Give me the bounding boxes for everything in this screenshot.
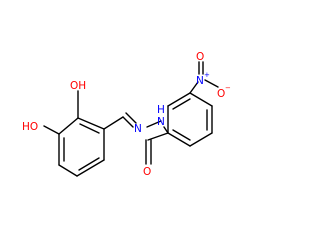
bond-inner xyxy=(172,129,191,141)
bond-inner xyxy=(172,98,191,110)
bond xyxy=(58,164,78,177)
nitro-nitrogen-charge: + xyxy=(204,71,210,79)
bond-inner xyxy=(78,157,100,171)
bond xyxy=(189,132,213,147)
bond-inner xyxy=(79,123,100,134)
nitro-oxygen-charge: − xyxy=(225,84,231,92)
bond xyxy=(167,132,191,147)
bond xyxy=(125,112,137,124)
nitro-oxygen-label: O xyxy=(217,88,225,100)
bond xyxy=(167,92,191,107)
molecule-canvas: OH HO N N H O N + O O − xyxy=(22,51,231,178)
bond xyxy=(77,117,105,130)
hydroxyl-label: OH xyxy=(70,80,86,92)
bond xyxy=(204,79,219,88)
carbonyl-oxygen-label: O xyxy=(143,166,151,178)
amide-hydrogen-label: H xyxy=(157,104,165,116)
bond xyxy=(43,125,60,135)
amide-nitrogen-label: N xyxy=(157,116,165,128)
atom-labels: OH HO N N H O N + O O − xyxy=(22,51,231,178)
hydroxyl-label: HO xyxy=(22,121,38,133)
bond xyxy=(76,159,105,177)
bond xyxy=(146,120,162,128)
bond xyxy=(147,132,169,141)
nitro-nitrogen-label: N xyxy=(196,75,204,87)
bond xyxy=(189,92,213,107)
bond xyxy=(58,117,79,135)
imine-nitrogen-label: N xyxy=(134,123,142,135)
bond xyxy=(122,116,134,128)
structure-drawing: OH HO N N H O N + O O − xyxy=(22,51,231,178)
bond xyxy=(103,116,124,130)
bonds xyxy=(43,61,219,177)
nitro-oxygen-label: O xyxy=(196,51,204,63)
bond xyxy=(189,81,199,94)
